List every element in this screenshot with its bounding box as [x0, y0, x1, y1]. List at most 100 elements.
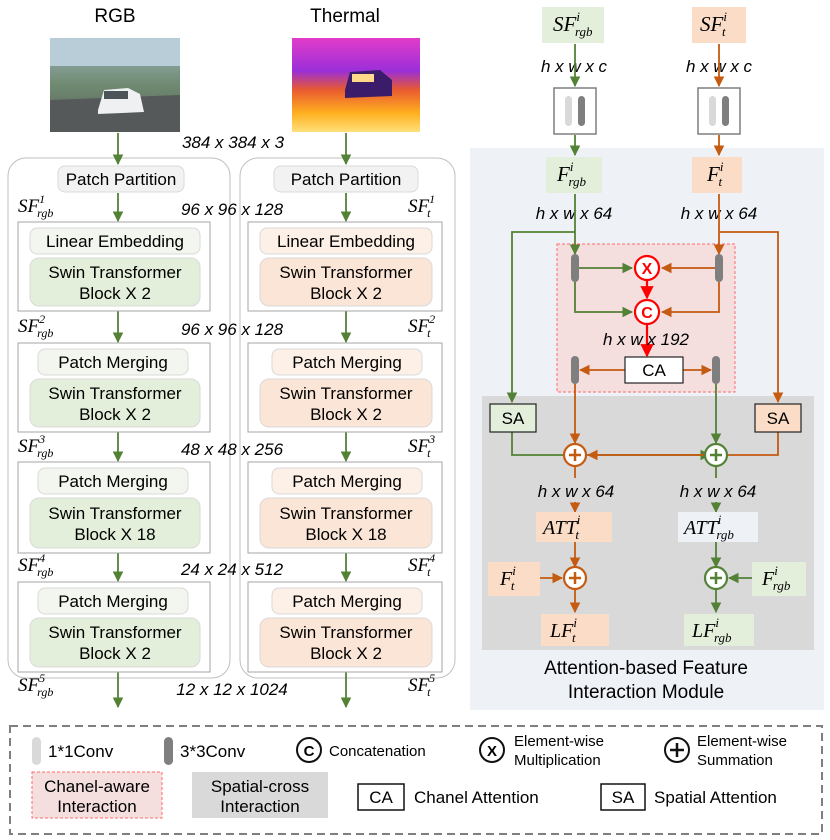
rgb-swin-2-line2: Block X 2 — [79, 405, 151, 424]
multiply-op: X — [633, 254, 661, 282]
legend-mult-2: Multiplication — [514, 752, 601, 769]
sum-op-t-final — [562, 565, 588, 591]
legend-spatial-2: Interaction — [220, 797, 299, 816]
svg-text:C: C — [641, 305, 653, 322]
rgb-linear-embedding: Linear Embedding — [46, 232, 184, 251]
thermal-stage-4: Patch Merging Swin Transformer Block X 2 — [247, 581, 443, 673]
dim-hw64-att-rgb: h x w x 64 — [680, 482, 757, 501]
rgb-patch-merging-3: Patch Merging — [58, 472, 168, 491]
lf-t — [541, 614, 609, 646]
thermal-swin-2-line1: Swin Transformer — [279, 384, 413, 403]
legend-ca-box — [357, 783, 405, 811]
rgb-patch-merging-2: Patch Merging — [58, 353, 168, 372]
sa-rgb-box — [489, 403, 537, 433]
att-rgb — [678, 512, 758, 542]
t-flow-lines — [540, 44, 784, 614]
sum-icon — [664, 737, 690, 763]
stage3-dimension: 48 x 48 x 256 — [181, 440, 284, 459]
f-rgb-side — [752, 562, 806, 596]
conv3-rgb-b — [571, 356, 579, 384]
conv3-t-a — [715, 254, 723, 282]
module-title-line2: Interaction Module — [568, 682, 724, 703]
thermal-swin-1-line2: Block X 2 — [310, 284, 382, 303]
f-t — [692, 157, 742, 193]
sum-op-rgb — [703, 442, 729, 468]
sf-t-input — [692, 7, 746, 43]
thermal-patch-merging-3: Patch Merging — [292, 472, 402, 491]
conv3-t-b — [712, 356, 720, 384]
legend-chanel-1: Chanel-aware — [44, 777, 150, 796]
legend-chanel-swatch — [31, 771, 163, 819]
legend-conv3: 3*3Conv — [180, 742, 246, 761]
rgb-stage-3: Patch Merging Swin Transformer Block X 1… — [17, 461, 211, 554]
svg-text:C: C — [304, 743, 315, 760]
rgb-title: RGB — [94, 6, 135, 27]
rgb-patch-partition — [57, 165, 185, 193]
rgb-stage-1: Linear Embedding Swin Transformer Block … — [17, 221, 211, 312]
rgb-swin-4-line1: Swin Transformer — [48, 623, 182, 642]
legend-ca-text: Chanel Attention — [414, 788, 539, 807]
f-t-side — [488, 562, 540, 596]
thermal-swin-2-line2: Block X 2 — [310, 405, 382, 424]
rgb-input-image — [50, 38, 180, 132]
thermal-swin-4-line1: Swin Transformer — [279, 623, 413, 642]
f-rgb — [546, 157, 602, 193]
concat-icon: C — [296, 737, 322, 763]
legend-conv1: 1*1Conv — [48, 742, 114, 761]
thermal-stage-1: Linear Embedding Swin Transformer Block … — [247, 221, 443, 312]
dim-hw192: h x w x 192 — [603, 330, 690, 349]
conv3-icon — [164, 737, 173, 765]
dim-hw64-att-t: h x w x 64 — [538, 482, 615, 501]
legend-mult-1: Element-wise — [514, 733, 604, 750]
legend-ca-label: CA — [369, 788, 393, 807]
conv3-rgb-a — [571, 254, 579, 282]
thermal-input-image — [292, 38, 420, 132]
rgb-swin-4-line2: Block X 2 — [79, 644, 151, 663]
sa-t-label: SA — [767, 409, 790, 428]
sa-rgb-label: SA — [502, 409, 525, 428]
rgb-conv-block — [553, 87, 597, 135]
rgb-swin-1-line2: Block X 2 — [79, 284, 151, 303]
thermal-patch-merging-4: Patch Merging — [292, 592, 402, 611]
spatial-cross-region — [482, 396, 814, 650]
input-dimension: 384 x 384 x 3 — [182, 133, 285, 152]
thermal-stage-3: Patch Merging Swin Transformer Block X 1… — [247, 461, 443, 554]
thermal-swin-3-line1: Swin Transformer — [279, 504, 413, 523]
stage4-dimension: 24 x 24 x 512 — [180, 560, 284, 579]
sum-op-t — [562, 442, 588, 468]
thermal-linear-embedding: Linear Embedding — [277, 232, 415, 251]
rgb-patch-partition-label: Patch Partition — [66, 170, 177, 189]
rgb-swin-3-line2: Block X 18 — [74, 525, 155, 544]
rgb-swin-2-line1: Swin Transformer — [48, 384, 182, 403]
legend-box — [9, 725, 823, 835]
legend-concat: Concatenation — [329, 743, 426, 760]
sa-t-box — [754, 403, 802, 433]
legend-sum-2: Summation — [697, 752, 773, 769]
multiply-icon: X — [479, 737, 505, 763]
sum-op-rgb-final — [703, 565, 729, 591]
conv1-icon — [32, 737, 41, 765]
concat-op: C — [633, 298, 661, 326]
thermal-title: Thermal — [310, 6, 380, 27]
t-conv-block — [697, 87, 741, 135]
sf-rgb-input — [542, 7, 604, 43]
legend-sa-box — [600, 783, 646, 811]
ca-box — [624, 356, 684, 384]
thermal-swin-3-line2: Block X 18 — [305, 525, 386, 544]
